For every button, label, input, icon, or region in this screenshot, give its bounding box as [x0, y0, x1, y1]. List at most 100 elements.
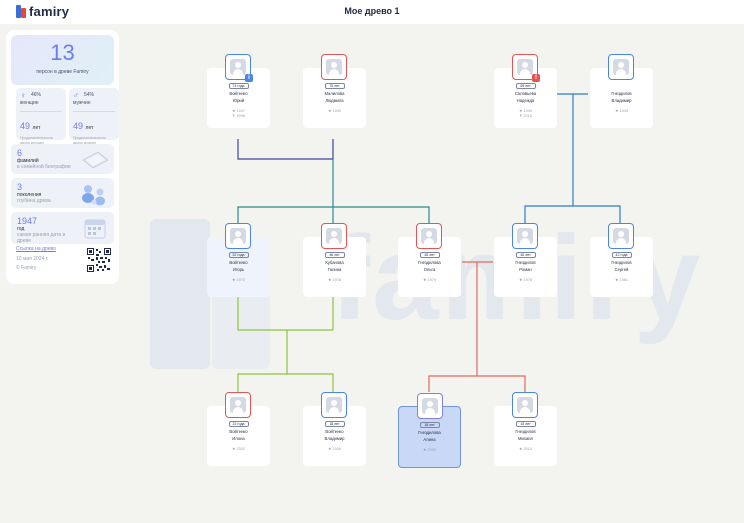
- person-age-badge: 22 года: [228, 421, 249, 427]
- person-age-badge: 42 года: [611, 252, 632, 258]
- person-avatar[interactable]: [321, 223, 347, 249]
- person-age-badge: 52 года: [228, 252, 249, 258]
- person-given-name: Роман: [519, 267, 532, 272]
- famiry-logo-icon: [16, 4, 26, 18]
- generations-title: поколения: [17, 192, 42, 198]
- male-icon: ♂: [73, 91, 79, 100]
- person-surname: Войтенко: [229, 260, 248, 265]
- person-silhouette-icon: [613, 59, 629, 75]
- person-given-name: Михаил: [518, 436, 533, 441]
- person-death-year: ✝ 2018: [519, 114, 532, 118]
- men-lifespan-caption: Продолжительность жизни мужчин: [73, 136, 106, 145]
- person-silhouette-icon: [422, 398, 438, 414]
- person-birth-year: ★ 2006: [423, 448, 436, 452]
- generations-desc: глубина древа: [17, 198, 51, 204]
- person-silhouette-icon: [613, 228, 629, 244]
- qr-code-icon[interactable]: [87, 248, 111, 272]
- person-avatar[interactable]: [417, 393, 443, 419]
- person-given-name: Сергей: [614, 267, 629, 272]
- women-pct: 46%: [31, 92, 42, 98]
- person-silhouette-icon: [326, 228, 342, 244]
- persons-count-label: персон в древе Famiry: [36, 69, 89, 75]
- person-avatar[interactable]: i: [225, 54, 253, 82]
- stats-sidebar: 13 персон в древе Famiry ♀ 46% женщин 49…: [6, 30, 119, 284]
- person-surname: Войтенко: [229, 91, 248, 96]
- person-avatar[interactable]: [225, 392, 251, 418]
- men-label: мужчин: [73, 100, 91, 106]
- person-silhouette-icon: [326, 59, 342, 75]
- earliest-title: год: [17, 226, 25, 232]
- person-silhouette-icon: [230, 59, 246, 75]
- person-surname: Гнездилов: [611, 260, 632, 265]
- person-avatar[interactable]: [608, 54, 634, 80]
- person-birth-year: ★ 2014: [519, 447, 532, 451]
- person-birth-year: ★ 1949: [519, 109, 532, 113]
- person-surname: Войтенко: [229, 429, 248, 434]
- person-surname: Гнездилова: [418, 260, 441, 265]
- tree-connector-lines: [237, 93, 621, 392]
- women-lifespan-caption: Продолжительность жизни женщин: [20, 136, 53, 145]
- person-silhouette-icon: [421, 228, 437, 244]
- person-age-badge: 46 лет: [324, 252, 345, 258]
- person-age-badge: 45 лет: [419, 252, 440, 258]
- person-avatar[interactable]: [512, 223, 538, 249]
- person-avatar[interactable]: !: [512, 54, 540, 82]
- brand-name: famiry: [29, 3, 70, 19]
- info-icon: i: [245, 74, 253, 82]
- surnames-title: фамилий: [17, 158, 39, 164]
- earliest-desc: самая ранняя дата в древе: [17, 232, 66, 244]
- persons-count: 13: [50, 40, 75, 65]
- person-avatar[interactable]: [225, 223, 251, 249]
- person-avatar[interactable]: [321, 54, 347, 80]
- person-silhouette-icon: [230, 228, 246, 244]
- women-stats: ♀ 46% женщин 49 лет Продолжительность жи…: [16, 88, 66, 145]
- person-birth-year: ★ 2002: [232, 447, 245, 451]
- person-surname: Войтенко: [325, 429, 344, 434]
- surnames-count: 6: [17, 148, 23, 158]
- female-icon: ♀: [20, 91, 26, 100]
- person-age-badge: 69 лет: [515, 83, 536, 89]
- person-surname: Гнездилов: [515, 260, 536, 265]
- tree-share-link[interactable]: Ссылка на древо: [16, 246, 56, 252]
- person-avatar[interactable]: [608, 223, 634, 249]
- person-given-name: Ольга: [423, 267, 436, 272]
- person-surname: Гнездилов: [515, 429, 536, 434]
- person-surname: Гнездилова: [418, 430, 441, 435]
- persons-count-card: 13 персон в древе Famiry: [11, 35, 114, 85]
- person-avatar[interactable]: [416, 223, 442, 249]
- generations-count: 3: [17, 182, 23, 192]
- person-avatar[interactable]: [512, 392, 538, 418]
- person-given-name: Галина: [327, 267, 342, 272]
- surnames-desc: в семейной биографии: [17, 164, 71, 170]
- person-silhouette-icon: [517, 397, 533, 413]
- surnames-card: 6 фамилий в семейной биографии: [11, 144, 114, 174]
- person-given-name: Юрий: [232, 98, 245, 103]
- person-avatar[interactable]: [321, 392, 347, 418]
- share-date: 10 мая 2024 г.: [16, 256, 49, 262]
- copyright: © Famiry: [16, 265, 37, 271]
- top-bar: famiry Мое древо 1: [0, 0, 744, 24]
- person-age-badge: 75 лет: [324, 83, 345, 89]
- book-icon: [82, 151, 109, 169]
- person-given-name: Илона: [232, 436, 245, 441]
- men-stats: ♂ 54% мужчин 49 лет Продолжительность жи…: [69, 88, 119, 145]
- earliest-date-card: 1947 год самая ранняя дата в древе: [11, 212, 114, 244]
- person-age-badge: 18 лет: [324, 421, 345, 427]
- men-lifespan: 49 лет: [73, 121, 94, 131]
- famiry-logo[interactable]: famiry: [16, 3, 69, 19]
- person-death-year: ✝ 1998: [232, 114, 245, 118]
